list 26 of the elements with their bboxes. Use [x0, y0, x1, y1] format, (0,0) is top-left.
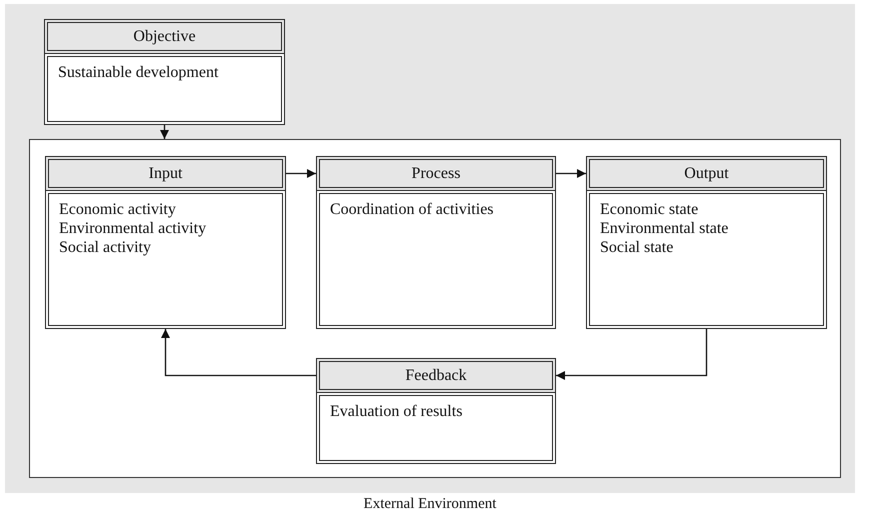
box-heading: Process: [316, 156, 556, 191]
box-body-text: Sustainable development: [58, 63, 220, 82]
box-heading: Feedback: [316, 358, 556, 393]
box-body-text: Environmental activity: [59, 219, 208, 238]
input-box: [45, 156, 286, 329]
box-body-text: Economic state: [600, 200, 700, 219]
box-heading: Output: [586, 156, 827, 191]
output-box: [586, 156, 827, 329]
box-body-text: Economic activity: [59, 200, 177, 219]
arrow: [160, 125, 169, 139]
arrow: [286, 169, 316, 178]
arrow: [161, 329, 316, 376]
box-body-text: Social activity: [59, 238, 152, 257]
process-box: [316, 156, 556, 329]
objective-box: [44, 19, 285, 125]
environment-label: External Environment: [364, 496, 496, 513]
box-heading: Input: [45, 156, 286, 191]
arrow: [556, 329, 708, 380]
box-body-text: Environmental state: [600, 219, 730, 238]
box-body-text: Coordination of activities: [330, 200, 495, 219]
feedback-box: [316, 358, 556, 464]
box-body-text: Social state: [600, 238, 674, 257]
box-heading: Objective: [44, 19, 285, 54]
arrow: [556, 169, 586, 178]
box-body-text: Evaluation of results: [330, 402, 464, 421]
system-boundary-box: [29, 139, 841, 478]
